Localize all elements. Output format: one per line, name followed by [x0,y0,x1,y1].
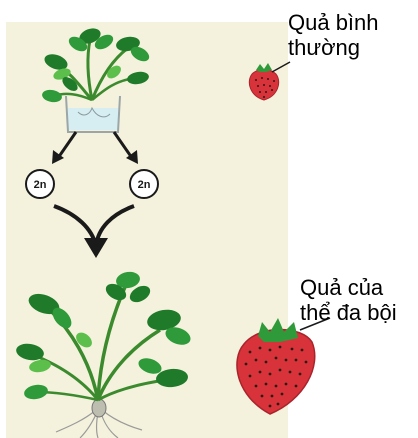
normal-fruit-label-line1: Quả bình [288,10,379,35]
normal-fruit-label: Quả bình thường [288,10,379,60]
2n-circle-icon: 2n [130,170,158,198]
polyploid-fruit-label-line2: thể đa bội [300,300,397,325]
marker-right-label: 2n [138,179,151,191]
normal-fruit-label-line2: thường [288,35,379,60]
2n-circle-icon: 2n [26,170,54,198]
polyploid-fruit-label: Quả của thể đa bội [300,275,397,325]
marker-left-label: 2n [34,179,47,191]
polyploid-fruit-label-line1: Quả của [300,275,397,300]
